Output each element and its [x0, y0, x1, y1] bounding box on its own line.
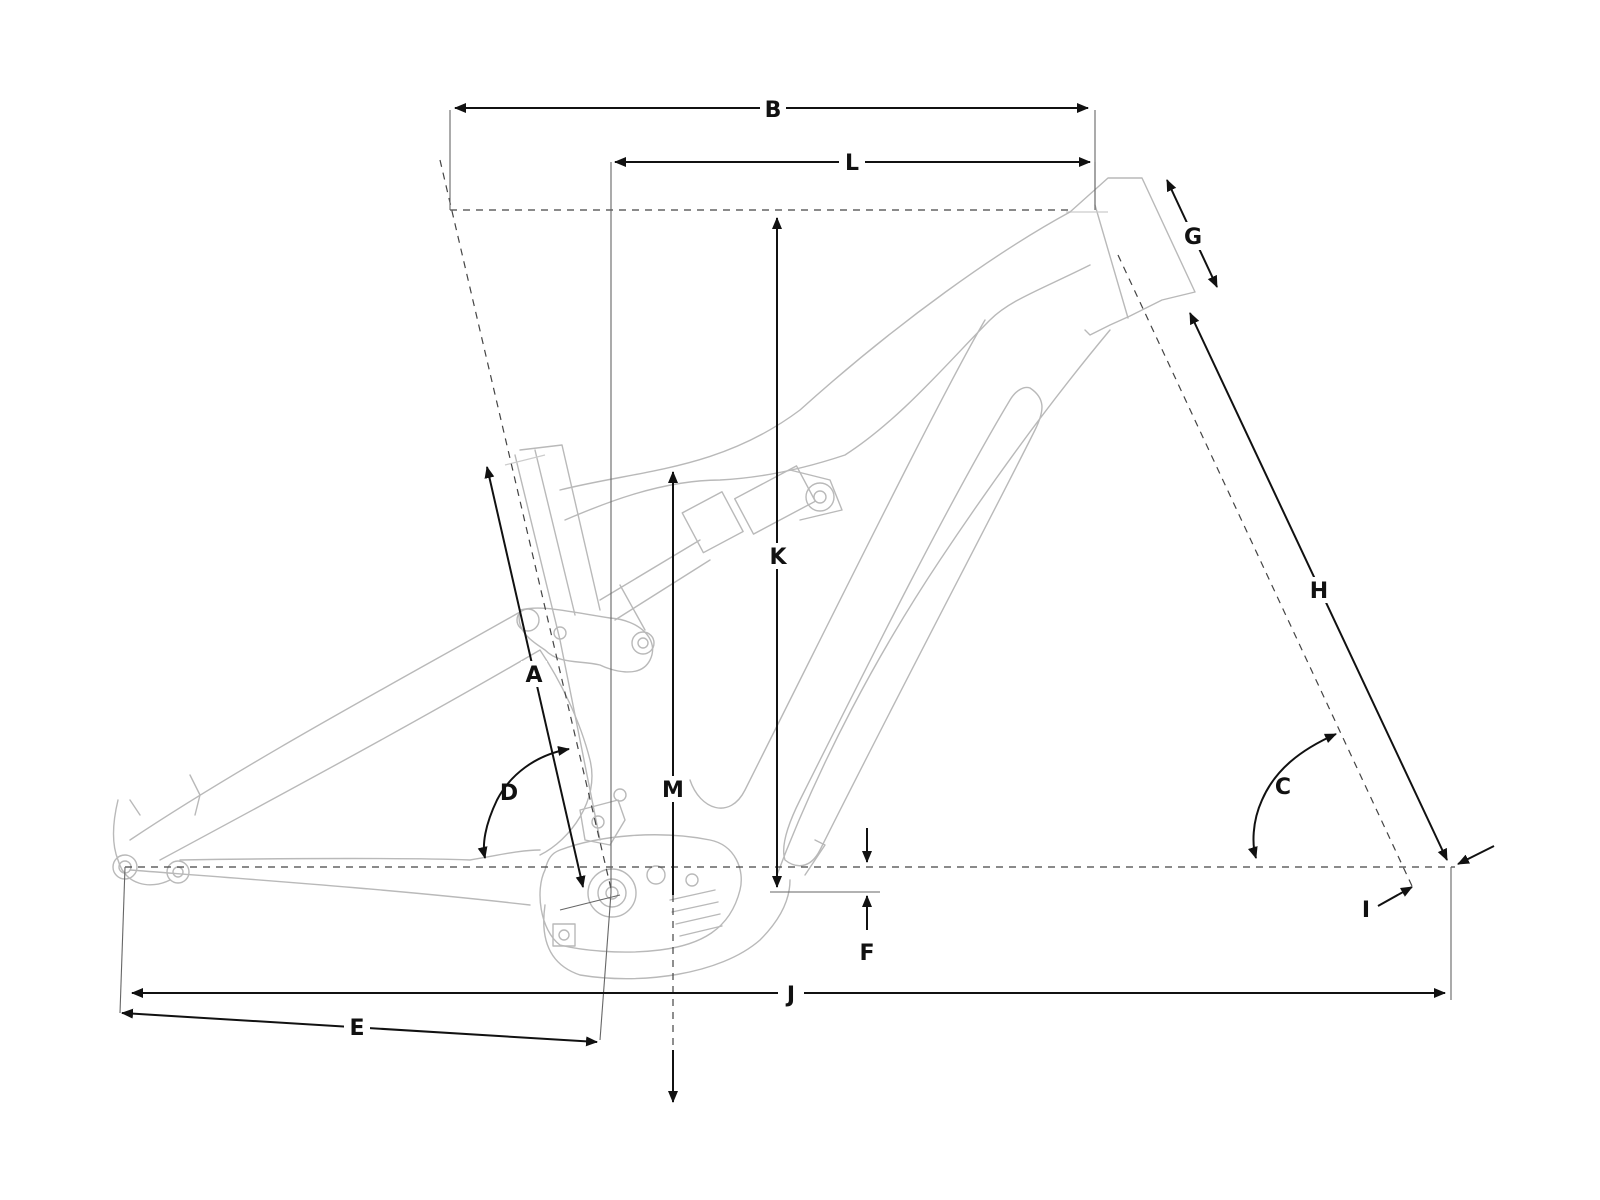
dim-arc-D: [477, 745, 570, 859]
label-G: G: [1184, 225, 1202, 250]
label-D: D: [500, 781, 518, 806]
guide-lines: [119, 110, 1455, 1080]
dim-arc-C: [1247, 733, 1337, 859]
chain-stay: [129, 849, 541, 906]
bike-frame: [112, 177, 1196, 980]
motor-housing: [539, 834, 742, 953]
label-I: I: [1362, 898, 1370, 923]
steering-axis: [1117, 254, 1413, 887]
label-K: K: [769, 545, 787, 570]
label-E: E: [349, 1016, 364, 1041]
top-tube: [559, 211, 1091, 521]
dimension-labels: B L K M A D J E F G H C I: [344, 96, 1370, 1041]
down-tube-window: [783, 386, 1043, 867]
down-tube: [689, 319, 1111, 881]
dim-line-I-right: [1457, 845, 1495, 865]
label-J: J: [785, 983, 795, 1008]
head-tube: [1069, 177, 1196, 336]
label-M: M: [662, 778, 684, 803]
rear-shock: [599, 465, 843, 631]
bottom-bracket: [587, 868, 637, 918]
label-A: A: [525, 663, 542, 688]
seat-stay: [129, 611, 593, 861]
label-F: F: [859, 941, 874, 966]
label-H: H: [1310, 579, 1328, 604]
dim-line-I-left: [1377, 886, 1413, 907]
label-B: B: [765, 98, 782, 123]
label-L: L: [845, 151, 859, 176]
label-C: C: [1275, 775, 1291, 800]
rear-dropout: [112, 774, 201, 886]
seat-tube-axis: [439, 159, 613, 894]
dimension-lines: [121, 103, 1495, 1103]
